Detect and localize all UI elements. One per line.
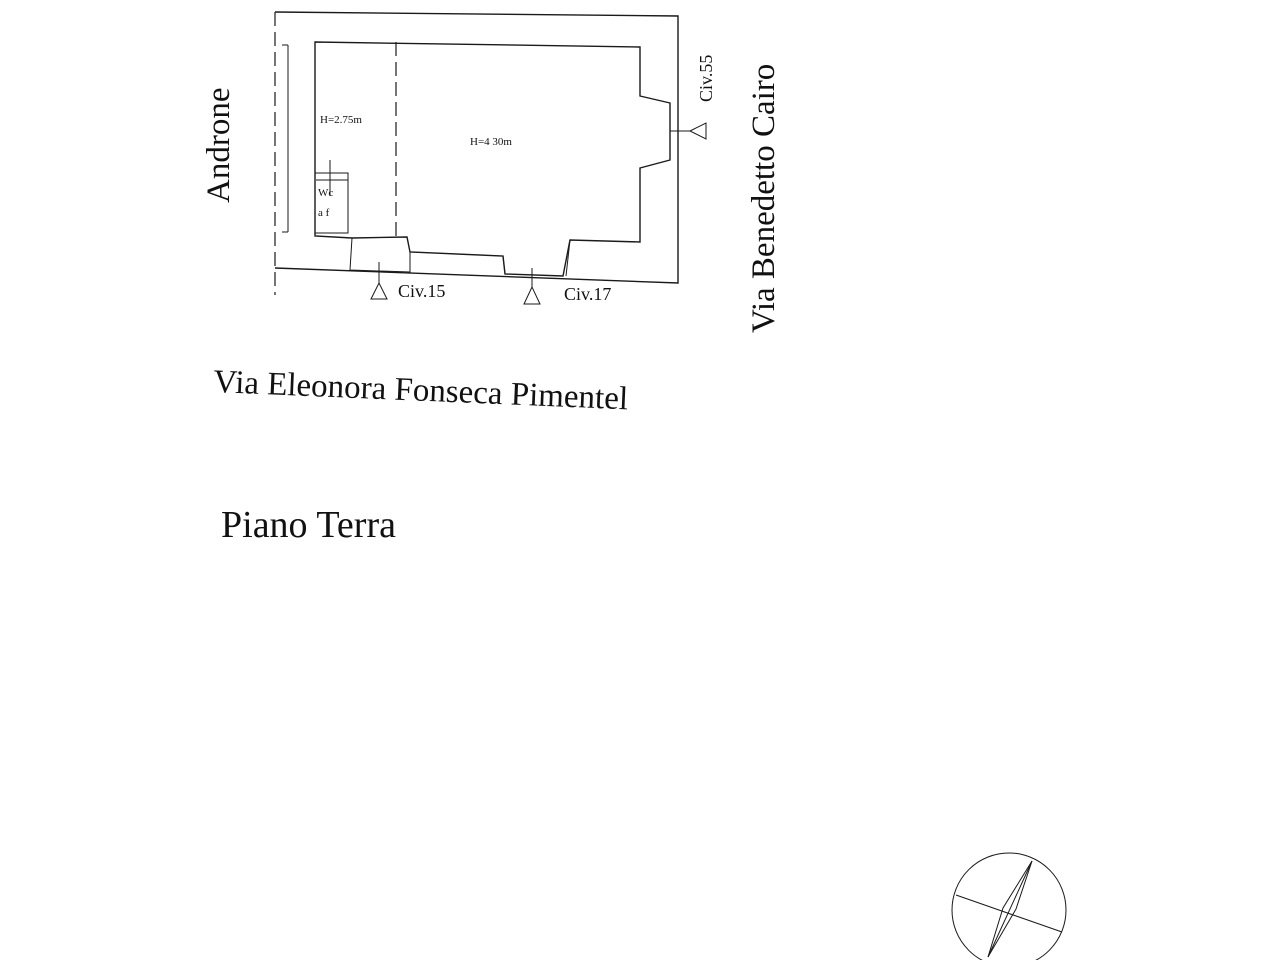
wc-sublabel: a f (318, 207, 330, 219)
civ55-label: Civ.55 (696, 55, 716, 102)
entrance-marker-civ17 (523, 268, 541, 305)
via-benedetto-cairo-label: Via Benedetto Cairo (746, 64, 782, 333)
left-wall-strip (282, 44, 289, 233)
outer-boundary (274, 11, 679, 295)
north-arrow-compass-icon (951, 852, 1067, 960)
via-eleonora-fonseca-pimentel-label: Via Eleonora Fonseca Pimentel (213, 364, 629, 417)
androne-label: Androne (201, 88, 237, 203)
room-large-height-label: H=4 30m (470, 136, 512, 148)
entrance-marker-civ15 (370, 262, 388, 300)
unit-outline (314, 41, 671, 277)
wc-room (314, 160, 349, 234)
floor-title: Piano Terra (221, 504, 396, 546)
room-small-height-label: H=2.75m (320, 114, 362, 126)
entrance-marker-civ55 (670, 122, 707, 140)
civ17-label: Civ.17 (564, 284, 611, 304)
civ15-label: Civ.15 (398, 281, 445, 301)
wc-label: Wc (318, 187, 333, 199)
